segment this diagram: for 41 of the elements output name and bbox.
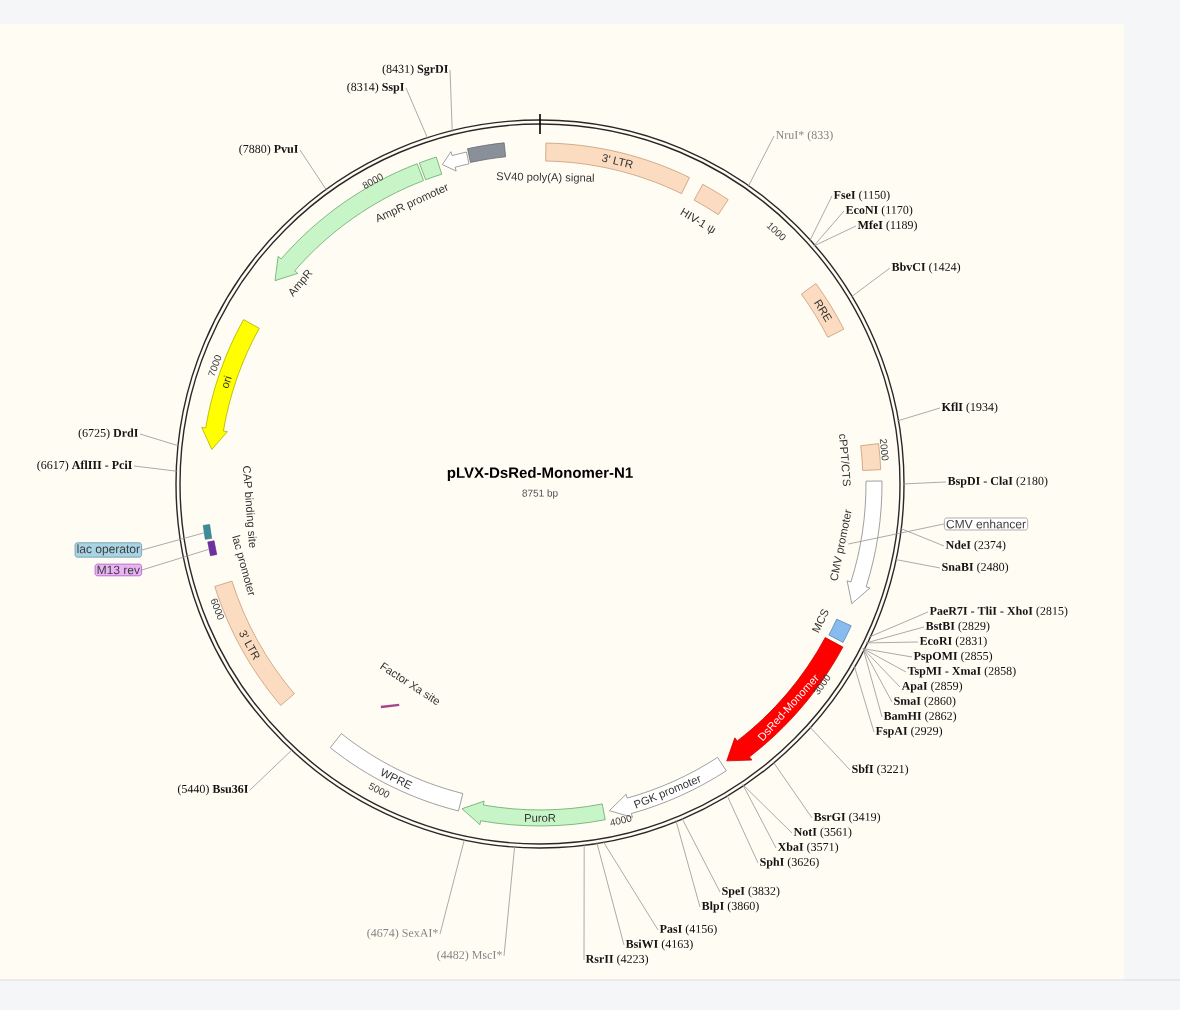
- leader-line: [865, 626, 925, 644]
- leader-line: [141, 548, 210, 571]
- leader-line: [139, 433, 180, 447]
- leader-line: [865, 641, 919, 644]
- leader-line: [602, 840, 659, 931]
- leader-line: [141, 532, 205, 551]
- feature-box: [203, 524, 212, 540]
- leader-line: [809, 195, 833, 242]
- leader-line: [868, 611, 929, 638]
- leader-line: [862, 648, 883, 718]
- leader-line: [747, 135, 775, 188]
- leader-line: [675, 819, 701, 908]
- leader-line: [862, 648, 901, 688]
- leader-line: [809, 726, 851, 771]
- leader-line: [896, 407, 941, 422]
- leader-line: [847, 523, 945, 545]
- leader-line: [405, 87, 429, 140]
- leader-line: [813, 210, 845, 247]
- leader-line: [249, 748, 294, 791]
- leader-line: [449, 69, 453, 133]
- leader-line: [439, 838, 465, 935]
- leader-line: [503, 845, 516, 957]
- leader-line: [894, 558, 941, 569]
- leader-line: [596, 841, 625, 946]
- leader-line: [726, 794, 759, 864]
- leader-line: [850, 267, 891, 298]
- leader-line: [853, 664, 875, 733]
- leader-line: [133, 465, 178, 472]
- leader-line: [742, 784, 777, 849]
- leader-line: [862, 648, 913, 658]
- leader-line: [583, 843, 585, 961]
- leader-line: [902, 481, 947, 485]
- leader-line: [681, 817, 721, 893]
- leader-line: [899, 527, 945, 547]
- leader-line: [862, 648, 907, 673]
- leader-line: [742, 784, 793, 834]
- feature-box: [207, 540, 218, 557]
- leader-line: [299, 149, 328, 191]
- leader-line: [862, 648, 893, 703]
- leader-line: [813, 225, 857, 247]
- leader-line: [772, 761, 813, 819]
